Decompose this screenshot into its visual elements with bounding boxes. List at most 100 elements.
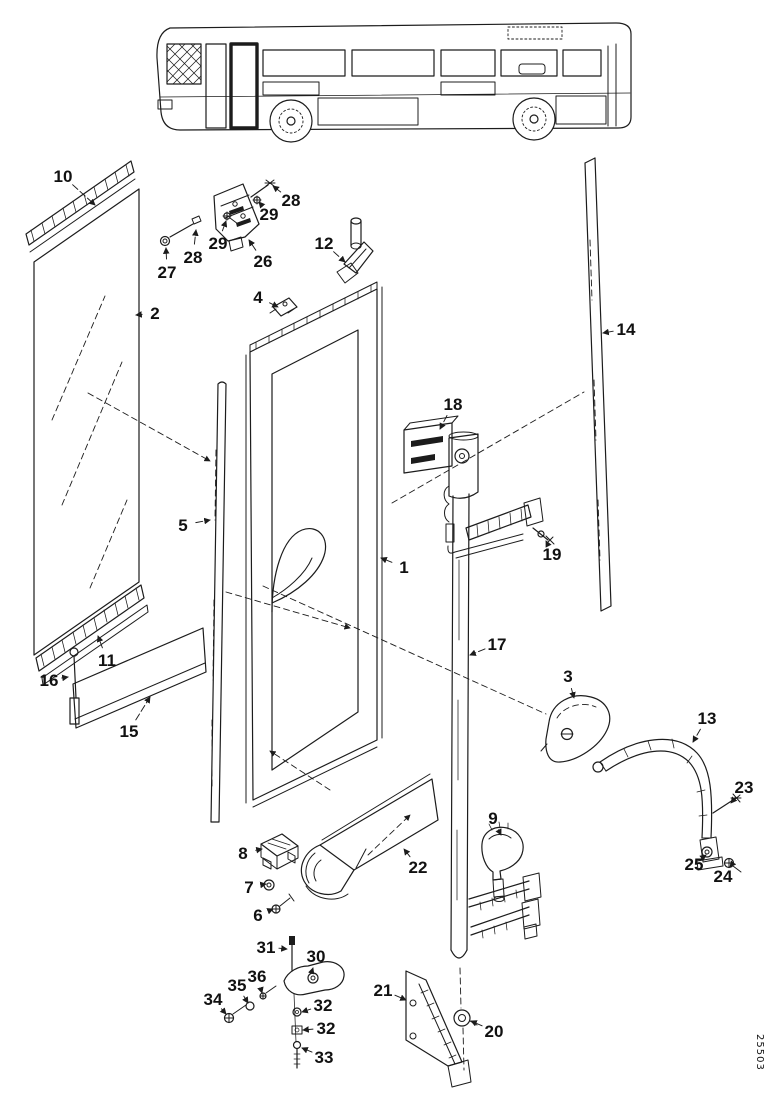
part-top-rail-10 bbox=[25, 160, 136, 253]
leader-line-3 bbox=[569, 688, 576, 699]
shaft-clip bbox=[443, 485, 450, 523]
nut-32-b bbox=[291, 1025, 303, 1035]
leader-line-10 bbox=[72, 184, 96, 206]
leader-line-32 bbox=[301, 1007, 312, 1014]
part-bracket-26 bbox=[213, 183, 260, 242]
leader-line-4 bbox=[269, 301, 279, 308]
leader-line-26 bbox=[248, 239, 257, 251]
leader-line-15 bbox=[135, 696, 151, 721]
bracket-8-hardware bbox=[260, 833, 299, 914]
callout-34: 34 bbox=[204, 990, 223, 1009]
callout-12: 12 bbox=[315, 234, 334, 253]
leader-line-36 bbox=[257, 986, 264, 994]
callout-21: 21 bbox=[374, 981, 393, 1000]
callout-32: 32 bbox=[317, 1019, 336, 1038]
screw-33 bbox=[292, 1040, 302, 1069]
callout-4: 4 bbox=[253, 288, 263, 307]
part-lower-panel-15 bbox=[72, 627, 207, 729]
callout-9: 9 bbox=[488, 809, 497, 828]
callout-36: 36 bbox=[248, 967, 267, 986]
part-shaft-17 bbox=[450, 493, 542, 959]
callout-29: 29 bbox=[260, 205, 279, 224]
frame-handle-cutout bbox=[271, 528, 327, 613]
part-pin-16 bbox=[69, 647, 80, 725]
bracket-cluster-26 bbox=[159, 179, 276, 252]
leader-line-27 bbox=[162, 247, 170, 260]
shaft-head-cylinder bbox=[448, 433, 479, 499]
leader-line-24 bbox=[729, 860, 737, 868]
leader-line-29 bbox=[258, 201, 266, 209]
part-hinge-12 bbox=[336, 217, 374, 284]
bus-front-hatch-panel bbox=[166, 43, 202, 85]
callout-25: 25 bbox=[685, 855, 704, 874]
shaft-bottom-track bbox=[468, 872, 542, 940]
callout-1: 1 bbox=[399, 558, 408, 577]
callout-19: 19 bbox=[543, 545, 562, 564]
leader-line-12 bbox=[333, 251, 346, 263]
part-bracket-18 bbox=[403, 415, 479, 543]
leader-line-31 bbox=[278, 945, 288, 952]
part-glass-panel-2 bbox=[33, 188, 140, 656]
pin-31 bbox=[289, 936, 295, 972]
leader-line-21 bbox=[394, 994, 407, 1001]
leader-line-17 bbox=[469, 648, 486, 656]
part-plate-3 bbox=[540, 695, 611, 763]
bus-wheel-front bbox=[269, 99, 313, 143]
bus-skirt-line bbox=[159, 92, 631, 98]
part-bracket-8 bbox=[260, 833, 299, 870]
part-handle-13 bbox=[592, 738, 742, 873]
callout-11: 11 bbox=[98, 651, 116, 670]
bushing-20 bbox=[453, 967, 478, 1071]
bus-lower-bays bbox=[157, 95, 607, 126]
leader-line-18 bbox=[439, 415, 448, 430]
callout-18: 18 bbox=[444, 395, 463, 414]
leader-line-1 bbox=[380, 557, 393, 564]
leader-line-8 bbox=[255, 846, 263, 854]
leader-line-28 bbox=[272, 185, 282, 193]
callout-29: 29 bbox=[209, 234, 228, 253]
part-bottom-rail-11 bbox=[35, 584, 149, 686]
callout-20: 20 bbox=[485, 1022, 504, 1041]
callout-5: 5 bbox=[178, 516, 187, 535]
bus-wheel-rear bbox=[512, 97, 556, 141]
part-edge-strip-5 bbox=[210, 381, 227, 823]
part-guide-strip-14 bbox=[584, 157, 612, 612]
part-arm-19 bbox=[447, 497, 555, 559]
leader-line-19 bbox=[545, 540, 552, 548]
part-panel-22 bbox=[300, 773, 439, 900]
callout-15: 15 bbox=[120, 722, 139, 741]
washer-35 bbox=[245, 1001, 255, 1011]
part-clip-4 bbox=[269, 297, 298, 317]
leader-line-22 bbox=[403, 848, 411, 858]
leader-line-5 bbox=[195, 517, 211, 525]
washer-7 bbox=[263, 879, 275, 891]
bolt-29-upper bbox=[252, 195, 262, 205]
glass-reflection-lines bbox=[51, 295, 128, 589]
drawing-number: 25503 bbox=[754, 1034, 765, 1071]
washer-25 bbox=[701, 846, 713, 858]
leader-line-7 bbox=[259, 881, 267, 889]
leader-line-23 bbox=[730, 796, 738, 804]
screw-28-lower bbox=[169, 215, 202, 238]
leader-line-14 bbox=[602, 328, 614, 336]
callout-24: 24 bbox=[714, 867, 733, 886]
bolt-36 bbox=[259, 985, 277, 1000]
callout-28: 28 bbox=[282, 191, 301, 210]
callout-35: 35 bbox=[228, 976, 247, 995]
bus-front-door-leaf bbox=[205, 43, 227, 129]
leader-line-29 bbox=[220, 220, 228, 232]
callout-22: 22 bbox=[409, 858, 428, 877]
leader-line-20 bbox=[470, 1020, 483, 1027]
leader-line-33 bbox=[301, 1047, 313, 1054]
callout-26: 26 bbox=[254, 252, 273, 271]
callout-32: 32 bbox=[314, 996, 333, 1015]
callout-16: 16 bbox=[40, 671, 59, 690]
callout-8: 8 bbox=[238, 844, 247, 863]
screw-28-upper bbox=[250, 179, 276, 198]
leader-line-9 bbox=[495, 828, 502, 836]
leader-line-2 bbox=[135, 311, 143, 318]
leader-line-34 bbox=[219, 1007, 227, 1015]
leader-line-13 bbox=[692, 728, 701, 743]
part-bracket-30 bbox=[283, 961, 345, 996]
